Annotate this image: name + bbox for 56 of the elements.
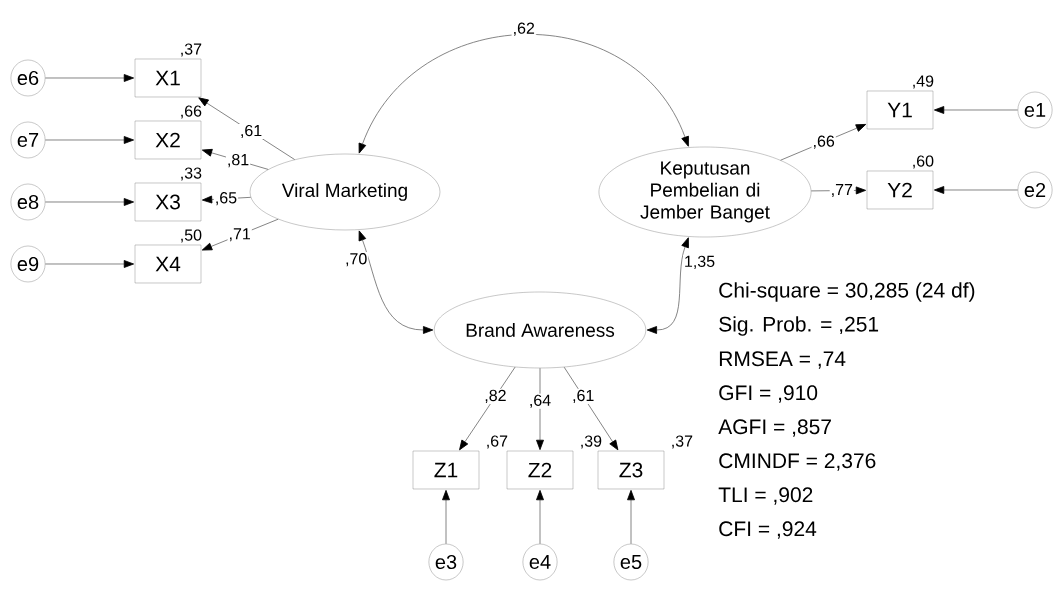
arrow [627, 489, 635, 545]
variable-box: Y2 [866, 170, 934, 210]
arrow [44, 198, 135, 206]
r-squared-label: ,49 [913, 75, 934, 89]
variable-box: X4 [134, 244, 202, 284]
r-squared-label: ,66 [181, 105, 202, 119]
arrow [934, 106, 1019, 114]
edge-label: ,71 [227, 227, 252, 243]
arrow [563, 366, 619, 451]
variable-box: Z2 [506, 450, 574, 490]
arrow [44, 260, 135, 268]
arrow [201, 218, 279, 251]
r-squared-label: ,39 [581, 435, 602, 449]
variable-box: Z1 [412, 450, 480, 490]
variable-box: X3 [134, 182, 202, 222]
edge-label: ,66 [811, 134, 836, 150]
arrow [358, 230, 434, 334]
edge-label: ,61 [571, 388, 596, 405]
edge-label: ,64 [527, 393, 553, 409]
arrow [44, 74, 135, 82]
variable-box: X2 [134, 120, 202, 160]
edge-label: 1,35 [682, 254, 717, 270]
arrow [442, 489, 450, 545]
variable-box: Z3 [597, 450, 665, 490]
arrow [201, 148, 269, 170]
fit-statistic: TLI = ,902 [718, 487, 813, 505]
edge-label: ,65 [213, 191, 239, 207]
fit-statistic: Chi-square = 30,285 (24 df) [719, 282, 975, 302]
edge-label: ,62 [511, 21, 536, 37]
arrow [646, 237, 689, 334]
edge-label: ,70 [344, 252, 369, 268]
fit-statistic: CMINDF = 2,376 [719, 453, 876, 471]
r-squared-label: ,37 [181, 43, 202, 57]
arrow [44, 136, 135, 144]
arrow [198, 97, 296, 160]
edge-label: ,82 [483, 388, 508, 404]
r-squared-label: ,37 [672, 435, 693, 449]
r-squared-label: ,60 [913, 155, 934, 169]
edge-label: ,77 [829, 183, 854, 199]
edge-label: ,81 [225, 152, 251, 169]
arrow [358, 34, 689, 154]
r-squared-label: ,50 [181, 229, 202, 243]
fit-statistic: RMSEA = ,74 [719, 351, 846, 369]
arrow [536, 489, 544, 545]
edge-label: ,61 [238, 123, 264, 140]
arrow [934, 186, 1019, 194]
r-squared-label: ,33 [181, 167, 202, 181]
fit-statistic: CFI = ,924 [719, 521, 817, 539]
arrow [459, 366, 516, 451]
fit-statistic: Sig. Prob. = ,251 [719, 316, 879, 336]
fit-statistic: GFI = ,910 [719, 385, 818, 403]
arrow [536, 367, 544, 451]
fit-statistic: AGFI = ,857 [718, 419, 831, 437]
variable-box: X1 [134, 58, 202, 98]
r-squared-label: ,67 [487, 435, 508, 449]
variable-box: Y1 [866, 90, 934, 130]
